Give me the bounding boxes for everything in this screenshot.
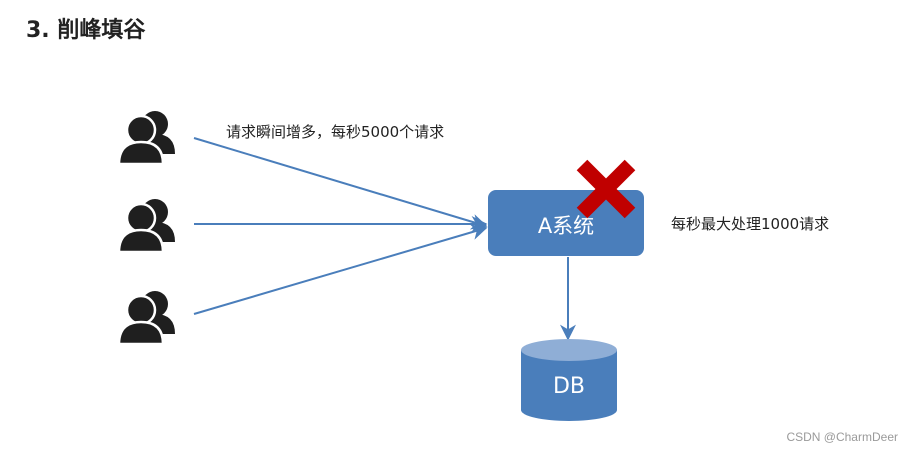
database-label: DB <box>553 374 585 399</box>
red-cross-icon <box>576 159 636 219</box>
csdn-watermark: CSDN @CharmDeer <box>786 430 898 444</box>
processing-limit-label: 每秒最大处理1000请求 <box>671 215 830 233</box>
burst-requests-label: 请求瞬间增多，每秒5000个请求 <box>226 123 445 141</box>
users-icon-3 <box>117 289 177 346</box>
users-icon-2 <box>117 197 177 254</box>
system-box-label: A系统 <box>538 214 594 238</box>
request-arrow-3 <box>193 224 488 315</box>
request-arrow-1 <box>193 137 488 230</box>
system-box <box>488 190 644 256</box>
users-icon-1 <box>117 109 177 166</box>
slide-title: 3. 削峰填谷 <box>26 18 146 43</box>
database-cylinder <box>521 339 617 421</box>
